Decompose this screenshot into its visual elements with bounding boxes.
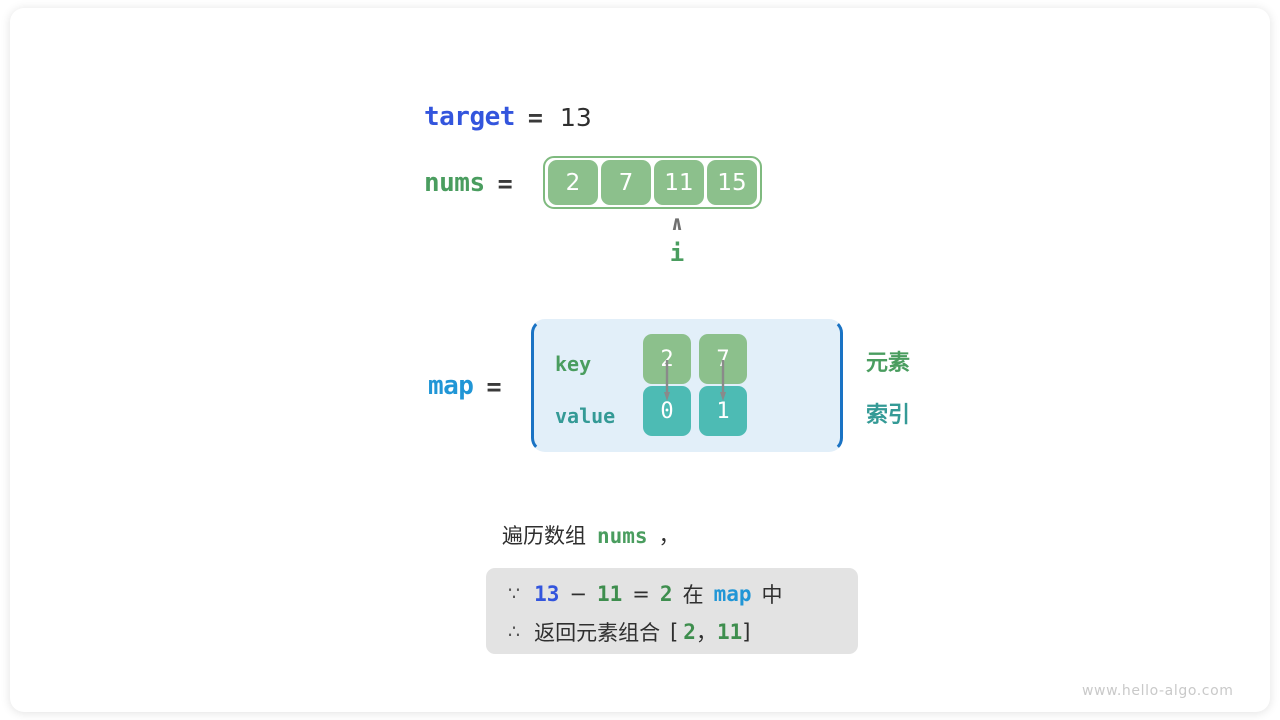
result-line-conclusion: ∴ 返回元素组合 [ 2 ， 11 ]	[508, 613, 750, 651]
target-row: target = 13	[424, 100, 592, 134]
conclusion-item-2: 11	[716, 620, 743, 644]
caret-up-icon: ∧	[670, 211, 684, 235]
conclusion-separator: ，	[695, 621, 717, 645]
premise-current-value: 11	[597, 582, 623, 606]
result-box: ∵ 13 − 11 = 2 在 map 中 ∴ 返回元素组合 [ 2 ， 11 …	[486, 568, 858, 654]
nums-variable-name: nums	[424, 168, 485, 198]
map-variable-name: map	[428, 371, 474, 401]
explanation-intro-prefix: 遍历数组	[502, 524, 586, 548]
target-equals-sign: =	[527, 102, 543, 132]
nums-equals-sign: =	[497, 168, 513, 198]
explanation-intro-suffix: ，	[658, 524, 680, 548]
result-line-premise: ∵ 13 − 11 = 2 在 map 中	[508, 575, 788, 613]
array-cell: 2	[548, 160, 598, 205]
map-label-key: key	[555, 352, 592, 376]
watermark: www.hello-algo.com	[1082, 683, 1234, 699]
conclusion-text: 返回元素组合	[534, 621, 661, 645]
premise-minus-sign: −	[569, 582, 587, 606]
premise-tail-text: 中	[761, 583, 783, 607]
map-key-cell: 7	[699, 334, 747, 384]
map-equals-sign: =	[486, 371, 502, 401]
premise-mid-text: 在	[682, 583, 704, 607]
conclusion-item-1: 2	[683, 620, 696, 644]
map-legend: 元素 索引	[866, 338, 910, 442]
explanation-intro-variable: nums	[597, 524, 648, 548]
target-variable-name: target	[424, 102, 515, 132]
array-cell: 15	[707, 160, 757, 205]
array-cell: 11	[654, 160, 704, 205]
map-row-labels: key value	[555, 338, 625, 442]
map-row: map =	[428, 368, 502, 404]
premise-equals-sign: =	[632, 582, 650, 606]
because-symbol: ∵	[508, 583, 521, 605]
nums-row: nums =	[424, 160, 513, 206]
conclusion-bracket-close: ]	[742, 620, 751, 644]
therefore-symbol: ∴	[508, 621, 521, 643]
map-value-cell: 1	[699, 386, 747, 436]
premise-target-value: 13	[534, 582, 560, 606]
array-index-pointer: ∧ i	[652, 211, 702, 268]
map-value-cell: 0	[643, 386, 691, 436]
map-key-cell: 2	[643, 334, 691, 384]
legend-index-label: 索引	[866, 403, 911, 428]
index-variable-label: i	[669, 239, 685, 267]
premise-result-value: 2	[659, 582, 673, 606]
target-value: 13	[559, 102, 592, 132]
array-cell: 7	[601, 160, 651, 205]
legend-element-label: 元素	[866, 351, 911, 376]
explanation-intro: 遍历数组 nums ，	[502, 520, 680, 550]
premise-container-name: map	[713, 582, 752, 606]
map-label-value: value	[555, 404, 616, 428]
conclusion-bracket-open: [	[670, 620, 679, 644]
